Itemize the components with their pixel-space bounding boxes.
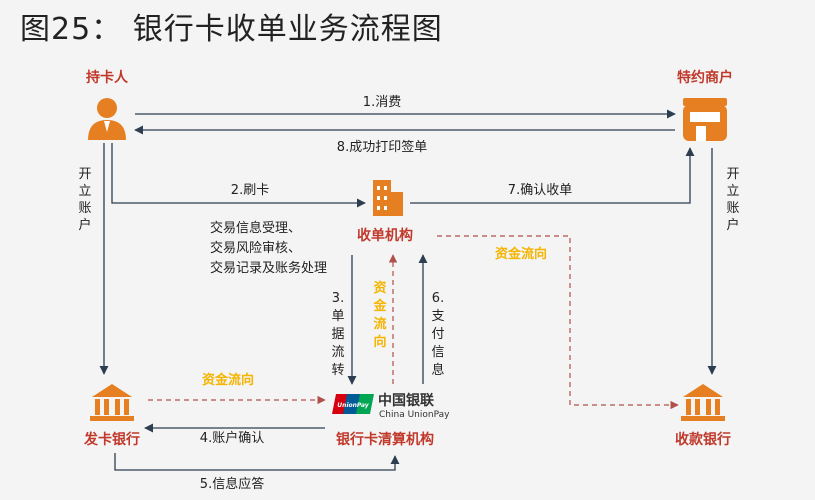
bank-icon	[90, 384, 134, 421]
svg-text:开: 开	[78, 167, 91, 182]
edge-label-open-account-left: 开 立 账 户	[78, 167, 91, 233]
edge-confirm	[410, 147, 695, 204]
svg-text:资: 资	[373, 280, 386, 296]
svg-text:开: 开	[726, 167, 739, 182]
edge-info-response	[114, 453, 400, 471]
edge-label-confirm: 7.确认收单	[508, 183, 572, 198]
unionpay-logo: UnionPay 中国银联 China UnionPay	[332, 392, 450, 420]
svg-text:交易风险审核、: 交易风险审核、	[210, 240, 301, 256]
fund-flow-label-bottom: 资金流向	[202, 372, 254, 388]
building-icon	[373, 180, 403, 216]
svg-text:单: 单	[331, 309, 344, 324]
svg-text:立: 立	[726, 184, 739, 199]
page-title: 图25： 银行卡收单业务流程图	[20, 12, 443, 47]
edge-label-swipe: 2.刷卡	[231, 183, 269, 198]
edge-label-account-confirm: 4.账户确认	[200, 430, 264, 446]
fund-flow-label-vertical: 资 金 流 向	[372, 280, 387, 350]
svg-text:金: 金	[372, 298, 387, 314]
shop-icon	[683, 98, 727, 141]
edge-swipe	[111, 143, 366, 208]
svg-text:信: 信	[431, 345, 444, 360]
svg-text:6.: 6.	[432, 291, 444, 306]
node-cardholder: 持卡人	[86, 69, 129, 86]
unionpay-cn: 中国银联	[378, 392, 435, 409]
svg-text:转: 转	[331, 363, 344, 378]
person-icon	[88, 98, 126, 140]
node-acquirer: 收单机构	[357, 227, 413, 244]
fund-flow-label-right: 资金流向	[495, 246, 547, 262]
svg-text:流: 流	[373, 316, 386, 332]
unionpay-badge: UnionPay	[337, 402, 369, 409]
svg-text:据: 据	[331, 327, 344, 342]
acquirer-task-notes: 交易信息受理、 交易风险审核、 交易记录及账务处理	[210, 220, 327, 276]
svg-text:户: 户	[726, 217, 739, 233]
edge-label-consume: 1.消费	[363, 95, 401, 110]
svg-text:息: 息	[431, 362, 444, 378]
unionpay-en: China UnionPay	[379, 410, 450, 420]
edge-label-receipt: 8.成功打印签单	[337, 139, 427, 155]
svg-text:付: 付	[431, 327, 444, 342]
svg-text:账: 账	[78, 201, 91, 216]
edge-label-payment-info: 6. 支 付 信 息	[431, 291, 444, 378]
svg-text:3.: 3.	[332, 291, 344, 306]
svg-text:向: 向	[373, 334, 386, 350]
bank-icon	[681, 384, 725, 421]
svg-text:账: 账	[726, 201, 739, 216]
node-receiving-bank: 收款银行	[675, 431, 731, 448]
svg-text:户: 户	[78, 217, 91, 233]
node-clearing: 银行卡清算机构	[336, 431, 434, 448]
svg-text:立: 立	[78, 184, 91, 199]
svg-text:交易信息受理、: 交易信息受理、	[210, 220, 301, 236]
edge-label-open-account-right: 开 立 账 户	[726, 167, 739, 233]
svg-text:流: 流	[331, 345, 344, 360]
node-merchant: 特约商户	[677, 69, 733, 86]
svg-text:交易记录及账务处理: 交易记录及账务处理	[210, 260, 327, 276]
svg-text:支: 支	[431, 309, 444, 324]
edge-label-info-response: 5.信息应答	[200, 476, 264, 492]
fund-flow-acquirer-to-receiving	[437, 235, 679, 410]
edge-label-document-flow: 3. 单 据 流 转	[331, 291, 344, 378]
node-issuing-bank: 发卡银行	[83, 431, 140, 448]
